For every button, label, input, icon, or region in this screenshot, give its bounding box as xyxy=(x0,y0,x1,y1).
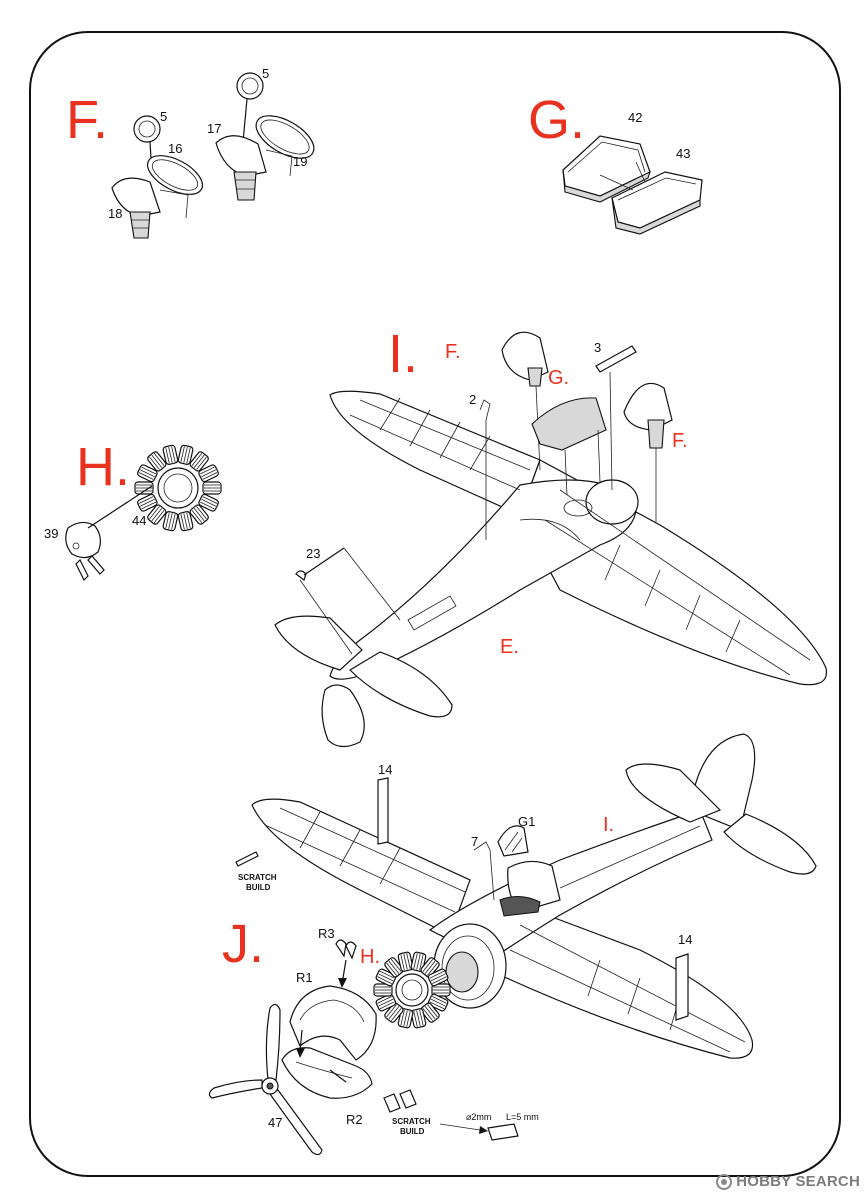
step-i: I. F. G. F. E. xyxy=(274,324,828,748)
step-j-label: J. xyxy=(222,914,264,974)
aircraft-topside xyxy=(235,733,817,1059)
part-number-7: 7 xyxy=(471,834,478,849)
part-number-3: 3 xyxy=(594,340,601,355)
sub-ref-f: F. xyxy=(672,430,688,452)
canopy-parts xyxy=(562,135,703,235)
scratch-build-note: SCRATCH xyxy=(238,873,277,882)
step-f-label: F. xyxy=(66,90,108,150)
watermark-text: HOBBY SEARCH xyxy=(736,1173,860,1190)
sub-ref-i: I. xyxy=(603,814,614,836)
scratch-build-pins xyxy=(383,1089,417,1113)
part-number-r2: R2 xyxy=(346,1112,363,1127)
engine-radial xyxy=(134,444,222,532)
part-number-44: 44 xyxy=(132,513,146,528)
scratch-build-note: BUILD xyxy=(400,1127,425,1136)
page-border xyxy=(29,31,841,1177)
part-number-43: 43 xyxy=(676,146,690,161)
part-number-18: 18 xyxy=(108,206,122,221)
engine-radial-j xyxy=(373,951,451,1029)
step-j: J. I. H. xyxy=(208,733,817,1156)
part-number-14: 14 xyxy=(378,762,392,777)
part-number-39: 39 xyxy=(44,526,58,541)
step-g: G. 42 43 xyxy=(528,90,703,235)
exhaust-parts xyxy=(335,939,357,988)
part-number-r1: R1 xyxy=(296,970,313,985)
part-number-42: 42 xyxy=(628,110,642,125)
gear-assembly-right xyxy=(215,72,315,201)
watermark: HOBBY SEARCH xyxy=(716,1173,860,1190)
step-h-label: H. xyxy=(76,437,130,497)
engine-backplate xyxy=(65,485,153,582)
part-number-5: 5 xyxy=(262,66,269,81)
part-number-47: 47 xyxy=(268,1115,282,1130)
rod-diameter: ⌀2mm xyxy=(466,1112,491,1122)
step-f: F. 5 16 18 5 xyxy=(66,66,315,239)
sub-ref-f: F. xyxy=(445,341,461,363)
part-number-19: 19 xyxy=(293,154,307,169)
step-h: H. 39 44 xyxy=(44,437,222,582)
scratch-build-note: SCRATCH xyxy=(392,1117,431,1126)
cowling-halves xyxy=(281,985,377,1099)
hobby-search-logo-icon xyxy=(716,1173,733,1190)
scratch-build-note: BUILD xyxy=(246,883,271,892)
step-g-label: G. xyxy=(528,90,585,150)
part-number-17: 17 xyxy=(207,121,221,136)
part-number-2: 2 xyxy=(469,392,476,407)
step-i-label: I. xyxy=(388,324,418,384)
part-number-g1: G1 xyxy=(518,814,535,829)
sub-ref-g: G. xyxy=(548,367,569,389)
sub-ref-e: E. xyxy=(500,636,519,658)
gear-assembly-left xyxy=(111,115,204,239)
part-number-r3: R3 xyxy=(318,926,335,941)
part-number-23: 23 xyxy=(306,546,320,561)
rod-length: L=5 mm xyxy=(506,1112,539,1122)
aircraft-underside xyxy=(274,331,828,748)
part-number-14: 14 xyxy=(678,932,692,947)
propeller xyxy=(208,1003,323,1156)
sub-ref-h: H. xyxy=(360,946,380,968)
part-number-5: 5 xyxy=(160,109,167,124)
part-number-16: 16 xyxy=(168,141,182,156)
rod-shape xyxy=(487,1123,519,1141)
